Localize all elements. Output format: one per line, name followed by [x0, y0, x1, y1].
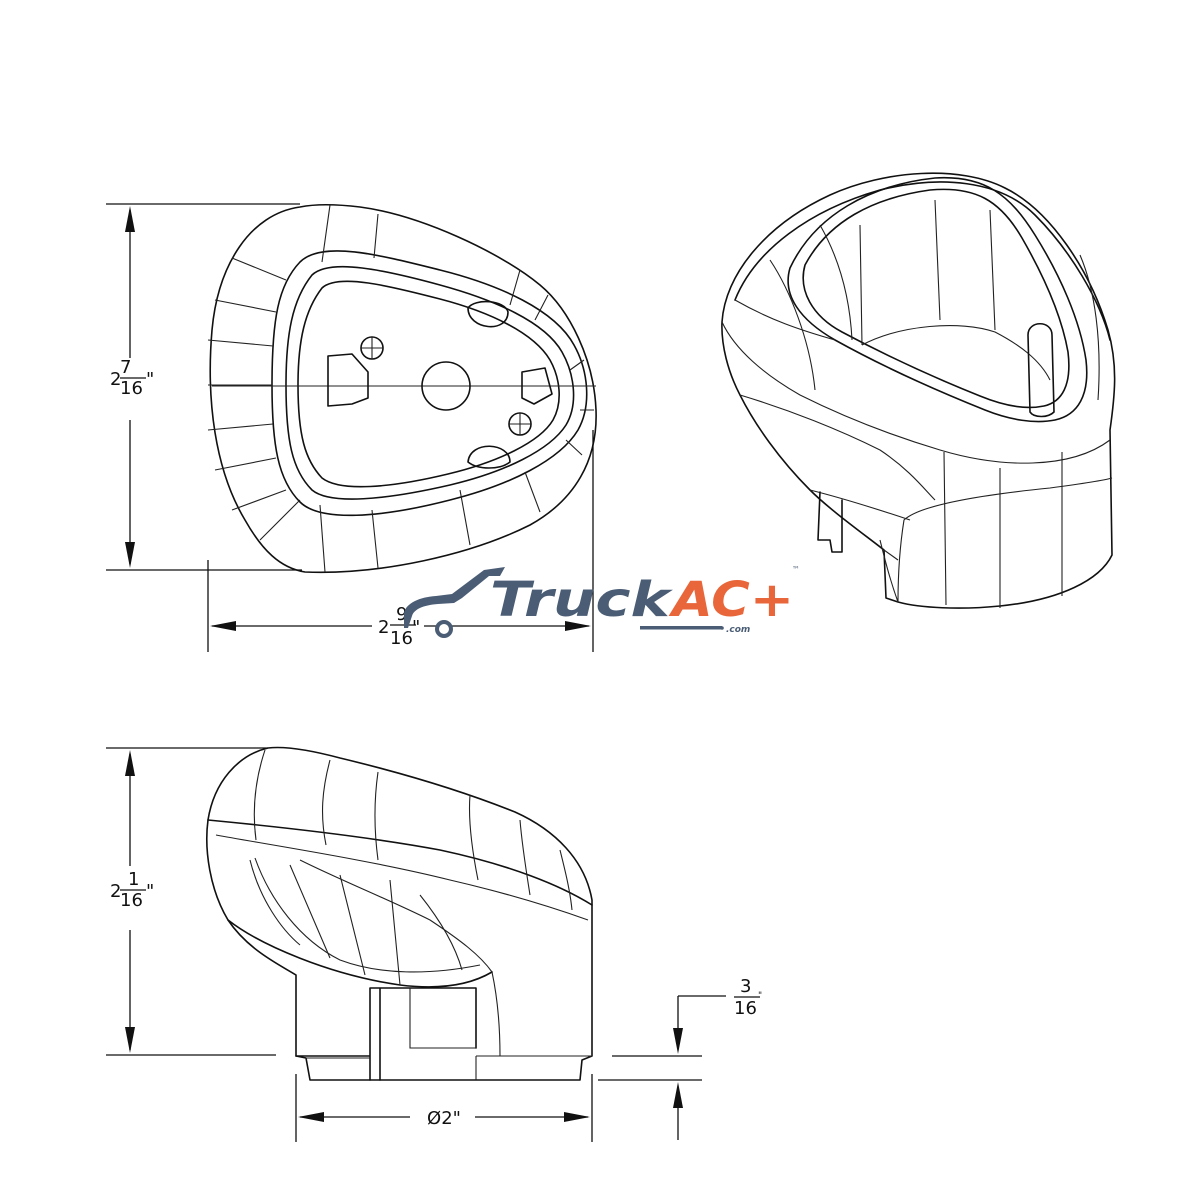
- truckac-logo: Truck AC+ ™ .com: [404, 565, 800, 638]
- top-width-whole: 2: [378, 617, 389, 638]
- base-offset-numerator: 3: [740, 976, 751, 997]
- top-height-whole: 2: [110, 369, 121, 390]
- side-height-dimension: 2 1 16 ": [106, 747, 276, 1056]
- logo-word-ac: AC+: [668, 572, 794, 628]
- truck-silhouette-icon: [404, 567, 505, 628]
- logo-tm: ™: [792, 565, 800, 574]
- side-view-outline: [206, 746, 593, 1081]
- logo-suffix: .com: [726, 625, 750, 635]
- side-height-denominator: 16: [120, 890, 143, 911]
- center-hole: [421, 361, 471, 411]
- side-height-whole: 2: [110, 881, 121, 902]
- side-height-numerator: 1: [128, 869, 139, 890]
- isometric-view: [721, 172, 1116, 609]
- base-offset-dimension: 3 16 ": [598, 976, 762, 1140]
- top-height-unit: ": [146, 369, 154, 390]
- side-height-unit: ": [146, 881, 154, 902]
- top-height-denominator: 16: [120, 378, 143, 399]
- base-offset-unit: ": [758, 991, 762, 1001]
- diameter-label: Ø2": [427, 1108, 461, 1129]
- top-view: [207, 203, 597, 574]
- top-height-numerator: 7: [120, 357, 131, 378]
- top-view-outline: [209, 203, 597, 574]
- diameter-dimension: Ø2": [295, 1074, 593, 1142]
- top-height-dimension: 2 7 16 ": [106, 203, 302, 571]
- base-offset-denominator: 16: [734, 998, 757, 1019]
- side-view: [206, 746, 593, 1081]
- top-width-numerator: 9: [396, 604, 407, 625]
- isometric-outline: [721, 172, 1116, 609]
- top-width-unit: ": [412, 617, 420, 638]
- logo-word-truck: Truck: [490, 572, 674, 628]
- top-width-denominator: 16: [390, 628, 413, 649]
